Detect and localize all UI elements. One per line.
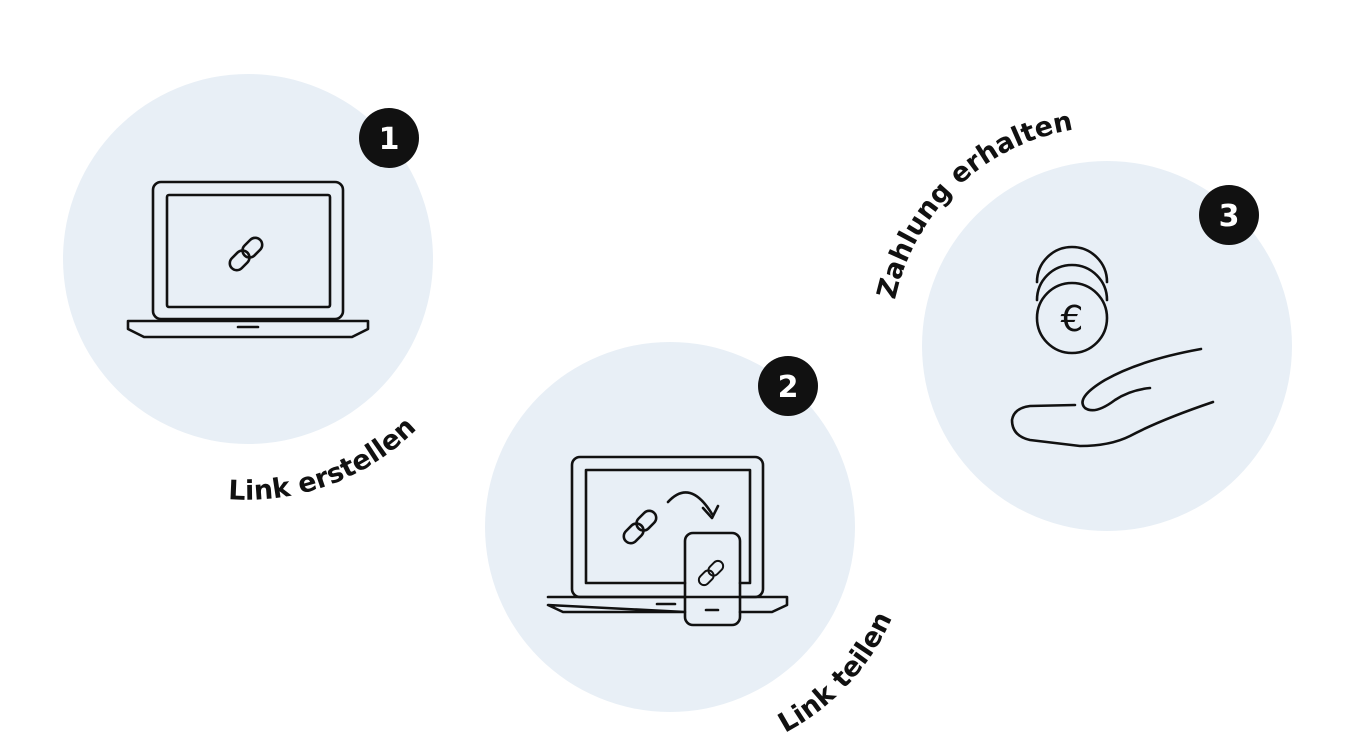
step-number: 3	[1219, 199, 1240, 234]
hand-euro-coins-icon: €	[1010, 245, 1215, 448]
euro-symbol: €	[1061, 299, 1084, 340]
step-1: 1 Link erstellen	[63, 74, 433, 507]
laptop-phone-share-icon	[546, 455, 789, 627]
step-number: 1	[379, 122, 400, 157]
step-number-badge	[1199, 185, 1259, 245]
step-circle	[922, 161, 1292, 531]
step-number-badge	[758, 356, 818, 416]
step-number: 2	[778, 370, 799, 405]
step-number-badge	[359, 108, 419, 168]
step-2: 2 Link teilen	[485, 342, 899, 739]
step-3: € 3 Zahlung erhalten	[872, 106, 1292, 531]
step-circle	[485, 342, 855, 712]
laptop-link-icon	[126, 180, 370, 339]
